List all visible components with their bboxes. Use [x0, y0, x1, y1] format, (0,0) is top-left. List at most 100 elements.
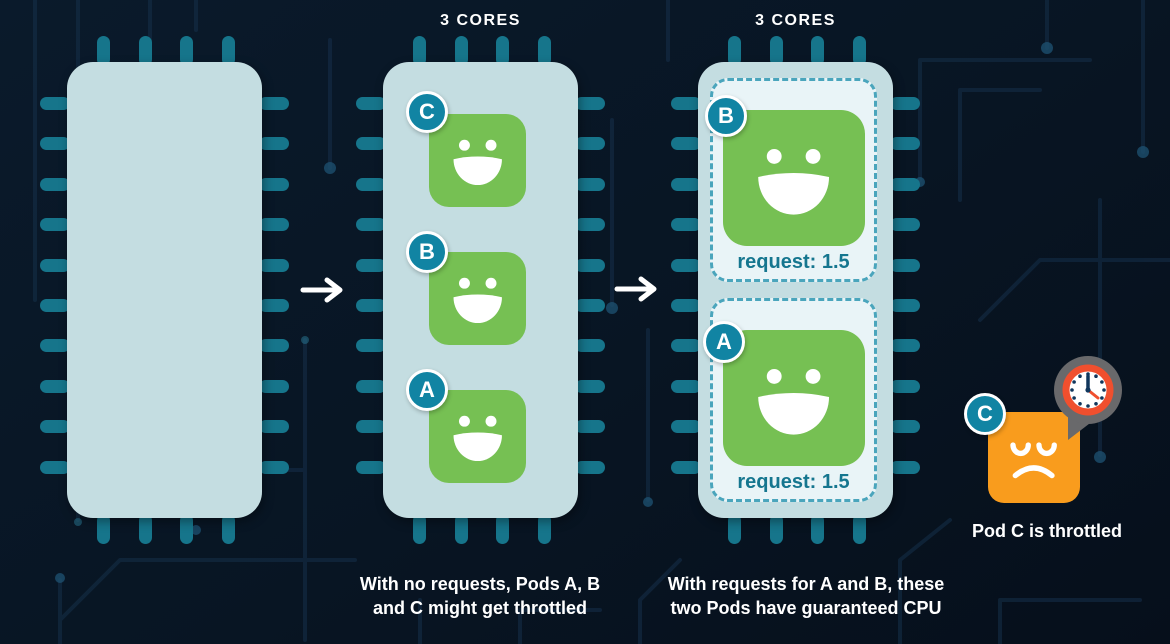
happy-face-icon [453, 140, 502, 186]
chip-pin [890, 177, 920, 191]
chip-pin [356, 420, 386, 434]
chip-pin [575, 420, 605, 434]
chip-pin [538, 36, 551, 66]
chip-pin [890, 460, 920, 474]
chip-pin [671, 299, 701, 312]
chip-pin [413, 514, 426, 544]
cores-label-right: 3 CORES [755, 12, 836, 29]
chip-pin [728, 514, 741, 544]
chip-pin [890, 137, 920, 151]
pod-badge-a: A [406, 369, 448, 411]
chip-pin [575, 339, 605, 353]
chip-pin [770, 514, 783, 544]
sad-face-icon [1010, 442, 1058, 479]
chip-pin [770, 36, 783, 66]
chip-pin [259, 137, 289, 151]
chip-pin [671, 177, 701, 191]
chip-pin [890, 258, 920, 272]
chip-pin [356, 218, 386, 232]
chip-pin [455, 514, 468, 544]
clock-icon [1054, 356, 1122, 440]
chip-pin [890, 339, 920, 353]
chip-pin [259, 339, 289, 353]
pod-b [722, 110, 865, 246]
pod-a [722, 330, 865, 466]
chip-pin [40, 258, 70, 272]
chip-pin [356, 137, 386, 151]
chip-pin [222, 36, 235, 66]
chip-pin [40, 379, 70, 393]
chip-pin [671, 339, 701, 353]
chip-pin [40, 420, 70, 434]
pod-badge-c: C [406, 91, 448, 133]
pod-badge-b: B [705, 95, 747, 137]
chip-pin [890, 299, 920, 312]
chip-pin [671, 97, 701, 110]
chip-pin [40, 339, 70, 353]
pod-badge-b: B [406, 231, 448, 273]
chip-pin [259, 460, 289, 474]
pod-a [429, 390, 526, 483]
chip-pin [575, 258, 605, 272]
chip-pin [811, 36, 824, 66]
pod-c-throttled [988, 412, 1080, 503]
chip-pin [728, 36, 741, 66]
chip-pin [259, 177, 289, 191]
chip-pin [890, 420, 920, 434]
caption-with-requests: With requests for A and B, these two Pod… [667, 574, 945, 619]
chip-pin [222, 514, 235, 544]
chip-pin [259, 420, 289, 434]
chip-pin [811, 514, 824, 544]
chip-pin [853, 514, 866, 544]
chip-pin [538, 514, 551, 544]
happy-face-icon [453, 416, 502, 462]
chip-pin [259, 379, 289, 393]
request-value-label: request: 1.5 [737, 471, 850, 493]
pod-c [429, 114, 526, 207]
chip-pin [40, 460, 70, 474]
chip-pin [40, 97, 70, 110]
chip-pin [259, 299, 289, 312]
happy-face-icon [453, 278, 502, 324]
chip-pin [139, 514, 152, 544]
chip-pin [671, 137, 701, 151]
chip-pin [496, 514, 509, 544]
chip-pin [496, 36, 509, 66]
chip-pin [97, 36, 110, 66]
chip-pin [575, 97, 605, 110]
pod-badge-a: A [703, 321, 745, 363]
chip-pin [455, 36, 468, 66]
chip-pin [40, 299, 70, 312]
happy-face-icon [758, 368, 829, 435]
chip-pin [356, 339, 386, 353]
arrow-right-icon [300, 277, 343, 303]
request-box-b: request: 1.5 [710, 78, 877, 282]
chip-pin [575, 218, 605, 232]
chip-pin [356, 299, 386, 312]
throttled-caption: Pod C is throttled [972, 521, 1122, 541]
chip-pin [575, 460, 605, 474]
chip-pin [180, 36, 193, 66]
chip-body [67, 62, 262, 518]
chip-pin [575, 137, 605, 151]
arrow-right-icon [614, 276, 657, 302]
chip-pin [259, 218, 289, 232]
happy-face-icon [758, 148, 829, 215]
chip-pin [259, 258, 289, 272]
chip-pin [671, 218, 701, 232]
cpu-chip-no-requests: C B A [356, 36, 605, 544]
chip-pin [356, 460, 386, 474]
chip-pin [575, 299, 605, 312]
chip-pin [40, 177, 70, 191]
chip-pin [890, 379, 920, 393]
chip-pin [671, 258, 701, 272]
pod-b [429, 252, 526, 345]
cpu-chip-empty [40, 36, 289, 544]
chip-pin [180, 514, 193, 544]
chip-pin [575, 379, 605, 393]
chip-pin [671, 460, 701, 474]
chip-pin [40, 137, 70, 151]
caption-no-requests: With no requests, Pods A, B and C might … [359, 574, 601, 619]
chip-pin [139, 36, 152, 66]
